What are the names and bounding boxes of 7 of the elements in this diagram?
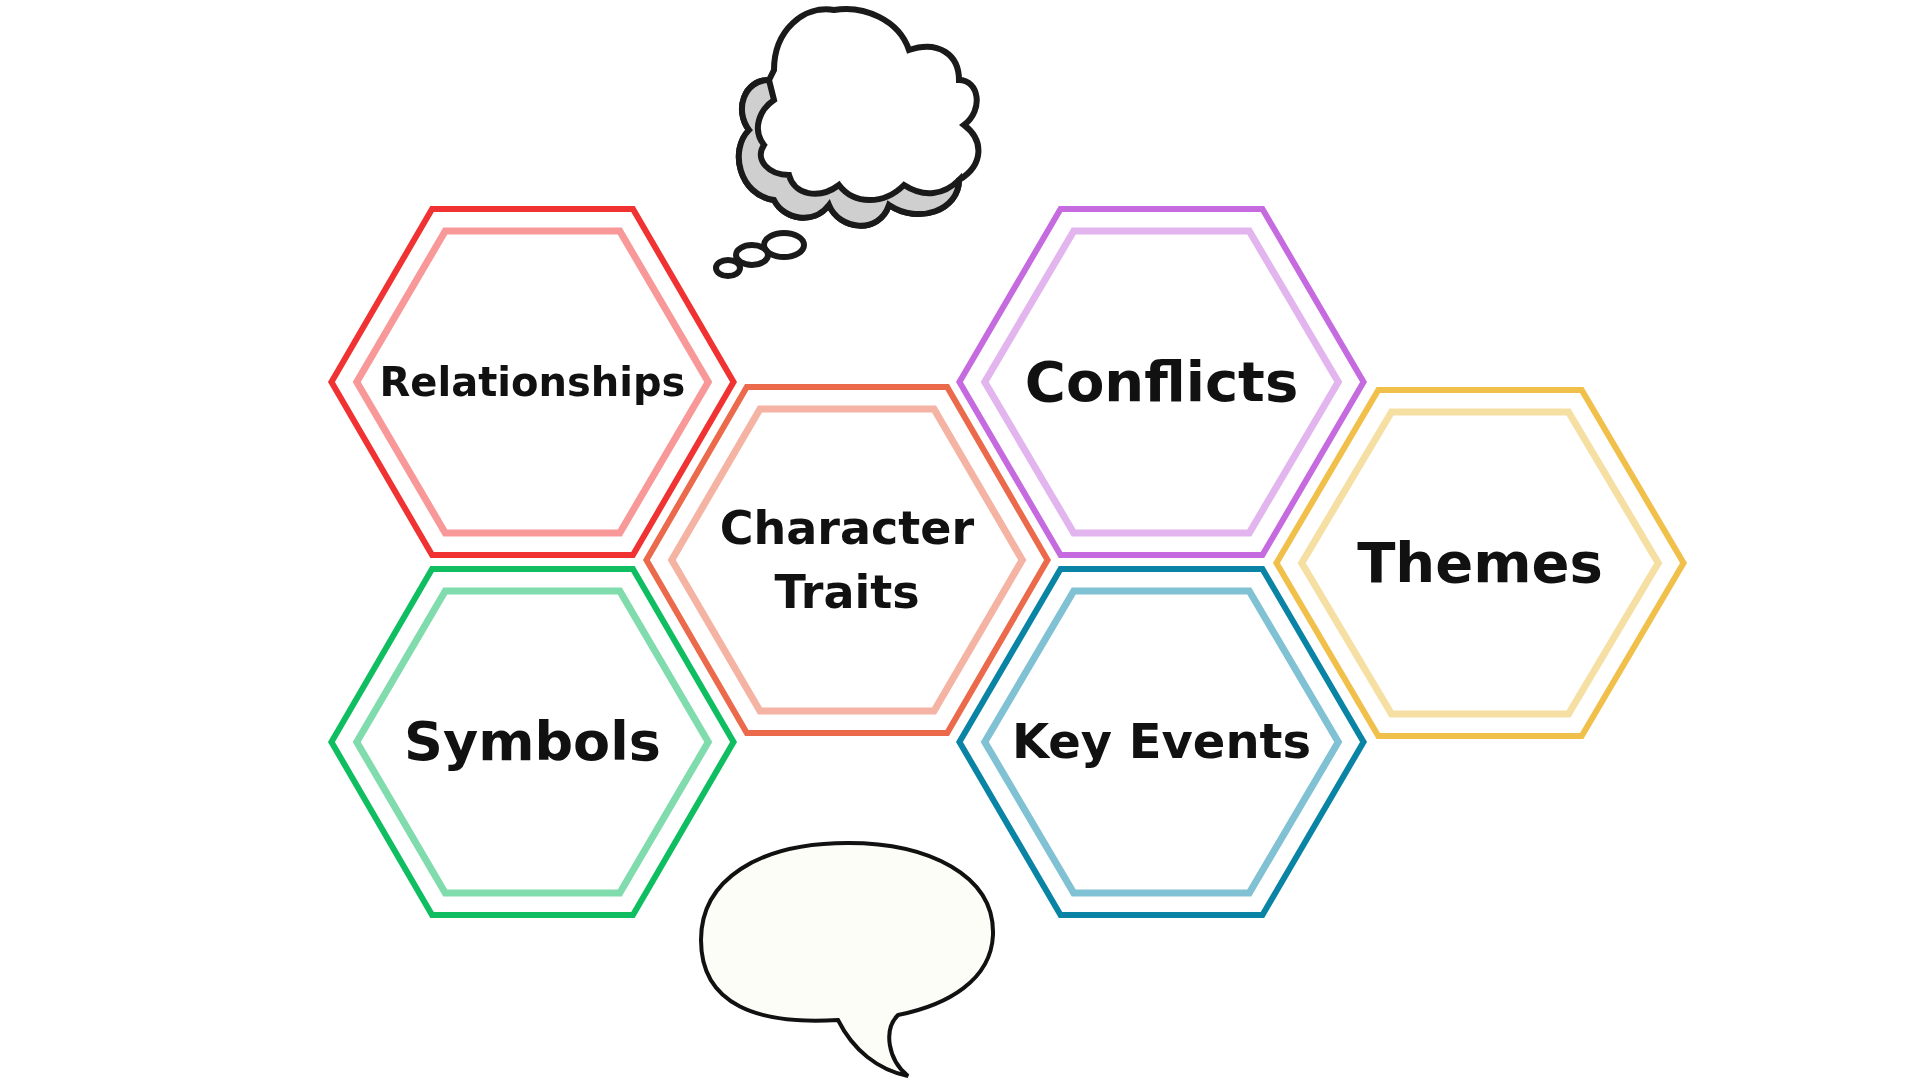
hexagon-label: Symbols <box>404 709 661 776</box>
hexagon <box>328 566 737 918</box>
hexagon-label: Conflicts <box>1024 347 1299 416</box>
hexagon-label: Themes <box>1357 528 1603 597</box>
hexagon-label: Relationships <box>379 358 686 407</box>
hexagon-label: Key Events <box>1011 712 1312 772</box>
hexagon-label: Character Traits <box>718 499 976 621</box>
